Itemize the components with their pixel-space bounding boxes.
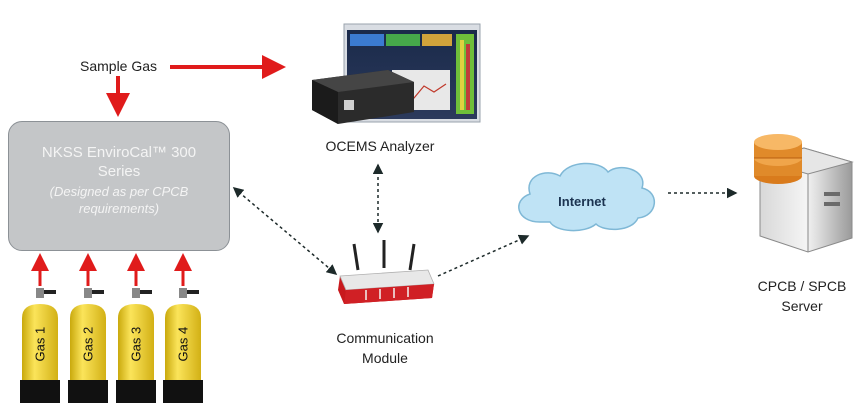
analyzer-icon — [312, 23, 481, 124]
gas-label-4: Gas 4 — [176, 327, 191, 362]
gas-cylinders — [20, 253, 203, 403]
server-icon — [754, 134, 854, 253]
sample-gas-arrows — [106, 55, 286, 117]
link-comm-internet — [437, 234, 530, 277]
server-label: CPCB / SPCB Server — [752, 276, 852, 316]
link-calibrator-comm — [232, 187, 338, 275]
router-icon — [338, 240, 435, 304]
internet-cloud-icon — [518, 162, 655, 232]
gas-label-3: Gas 3 — [129, 327, 144, 362]
gas-cylinder-3 — [116, 253, 156, 403]
analyzer-label: OCEMS Analyzer — [325, 138, 435, 154]
sample-gas-label: Sample Gas — [80, 58, 158, 74]
gas-label-1: Gas 1 — [33, 327, 48, 362]
calibrator-title-line2: Series — [97, 163, 141, 180]
comm-module-line2: Module — [362, 350, 408, 366]
gas-label-2: Gas 2 — [81, 327, 96, 362]
server-label-line1: CPCB / SPCB — [757, 278, 847, 294]
gas-cylinder-2 — [68, 253, 108, 403]
calibrator-box: NKSS EnviroCal™ 300 Series (Designed as … — [8, 121, 230, 251]
gas-cylinder-1 — [20, 253, 60, 403]
calibrator-title-line1: NKSS EnviroCal™ 300 — [41, 144, 197, 161]
server-label-line2: Server — [781, 298, 823, 314]
gas-cylinder-4 — [163, 253, 203, 403]
internet-label: Internet — [558, 194, 606, 209]
calibrator-subtitle: (Designed as per CPCB requirements) — [49, 184, 189, 216]
comm-module-label: Communication Module — [322, 328, 448, 368]
comm-module-line1: Communication — [336, 330, 434, 346]
